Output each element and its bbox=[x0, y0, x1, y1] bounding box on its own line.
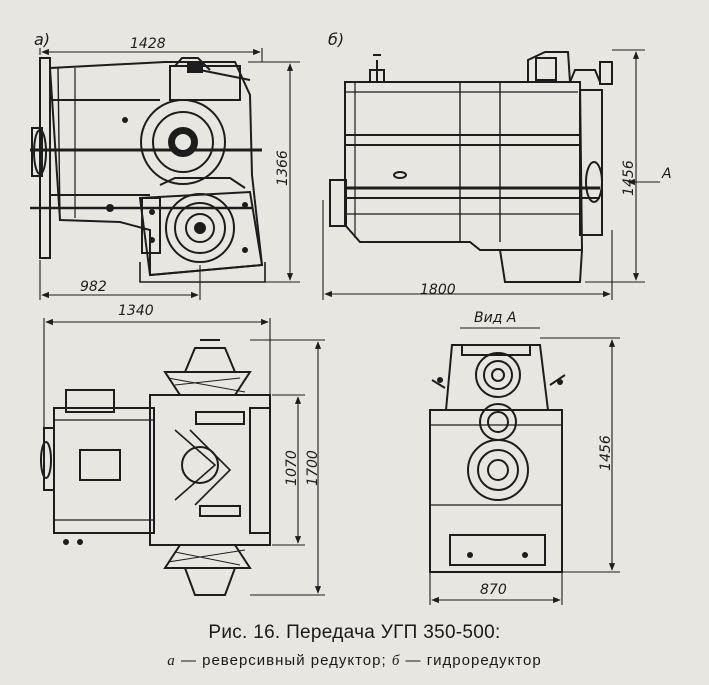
panel-label-b: б) bbox=[328, 30, 345, 49]
view-arrow-label: А bbox=[662, 166, 672, 182]
panel-label-a: а) bbox=[34, 30, 51, 49]
dim-a-top-width: 1428 bbox=[130, 36, 166, 52]
caption-a-text: — реверсивный редуктор; bbox=[175, 652, 392, 669]
view-a-end-view bbox=[429, 327, 620, 605]
dim-viewA-width: 870 bbox=[480, 582, 507, 598]
dim-b-height: 1456 bbox=[620, 160, 637, 196]
dim-plan-inner: 1070 bbox=[283, 450, 300, 486]
view-title: Вид А bbox=[474, 310, 517, 326]
view-a-reverse-gearbox bbox=[30, 48, 300, 300]
dim-plan-width: 1340 bbox=[118, 303, 154, 319]
dim-viewA-height: 1456 bbox=[597, 435, 614, 471]
caption-b-text: — гидроредуктор bbox=[400, 652, 542, 669]
dim-a-bottom-left: 982 bbox=[80, 279, 107, 295]
view-b-hydro-gearbox bbox=[322, 49, 660, 300]
dim-b-length: 1800 bbox=[420, 282, 456, 298]
caption-b-letter: б bbox=[391, 653, 401, 669]
plan-view bbox=[40, 318, 325, 596]
dim-plan-outer: 1700 bbox=[304, 450, 321, 486]
figure-caption-title: Рис. 16. Передача УГП 350-500: bbox=[208, 622, 501, 643]
caption-a-letter: а bbox=[167, 653, 176, 669]
dim-a-height: 1366 bbox=[274, 150, 291, 186]
figure-caption-legend: а — реверсивный редуктор; б — гидроредук… bbox=[0, 652, 709, 670]
